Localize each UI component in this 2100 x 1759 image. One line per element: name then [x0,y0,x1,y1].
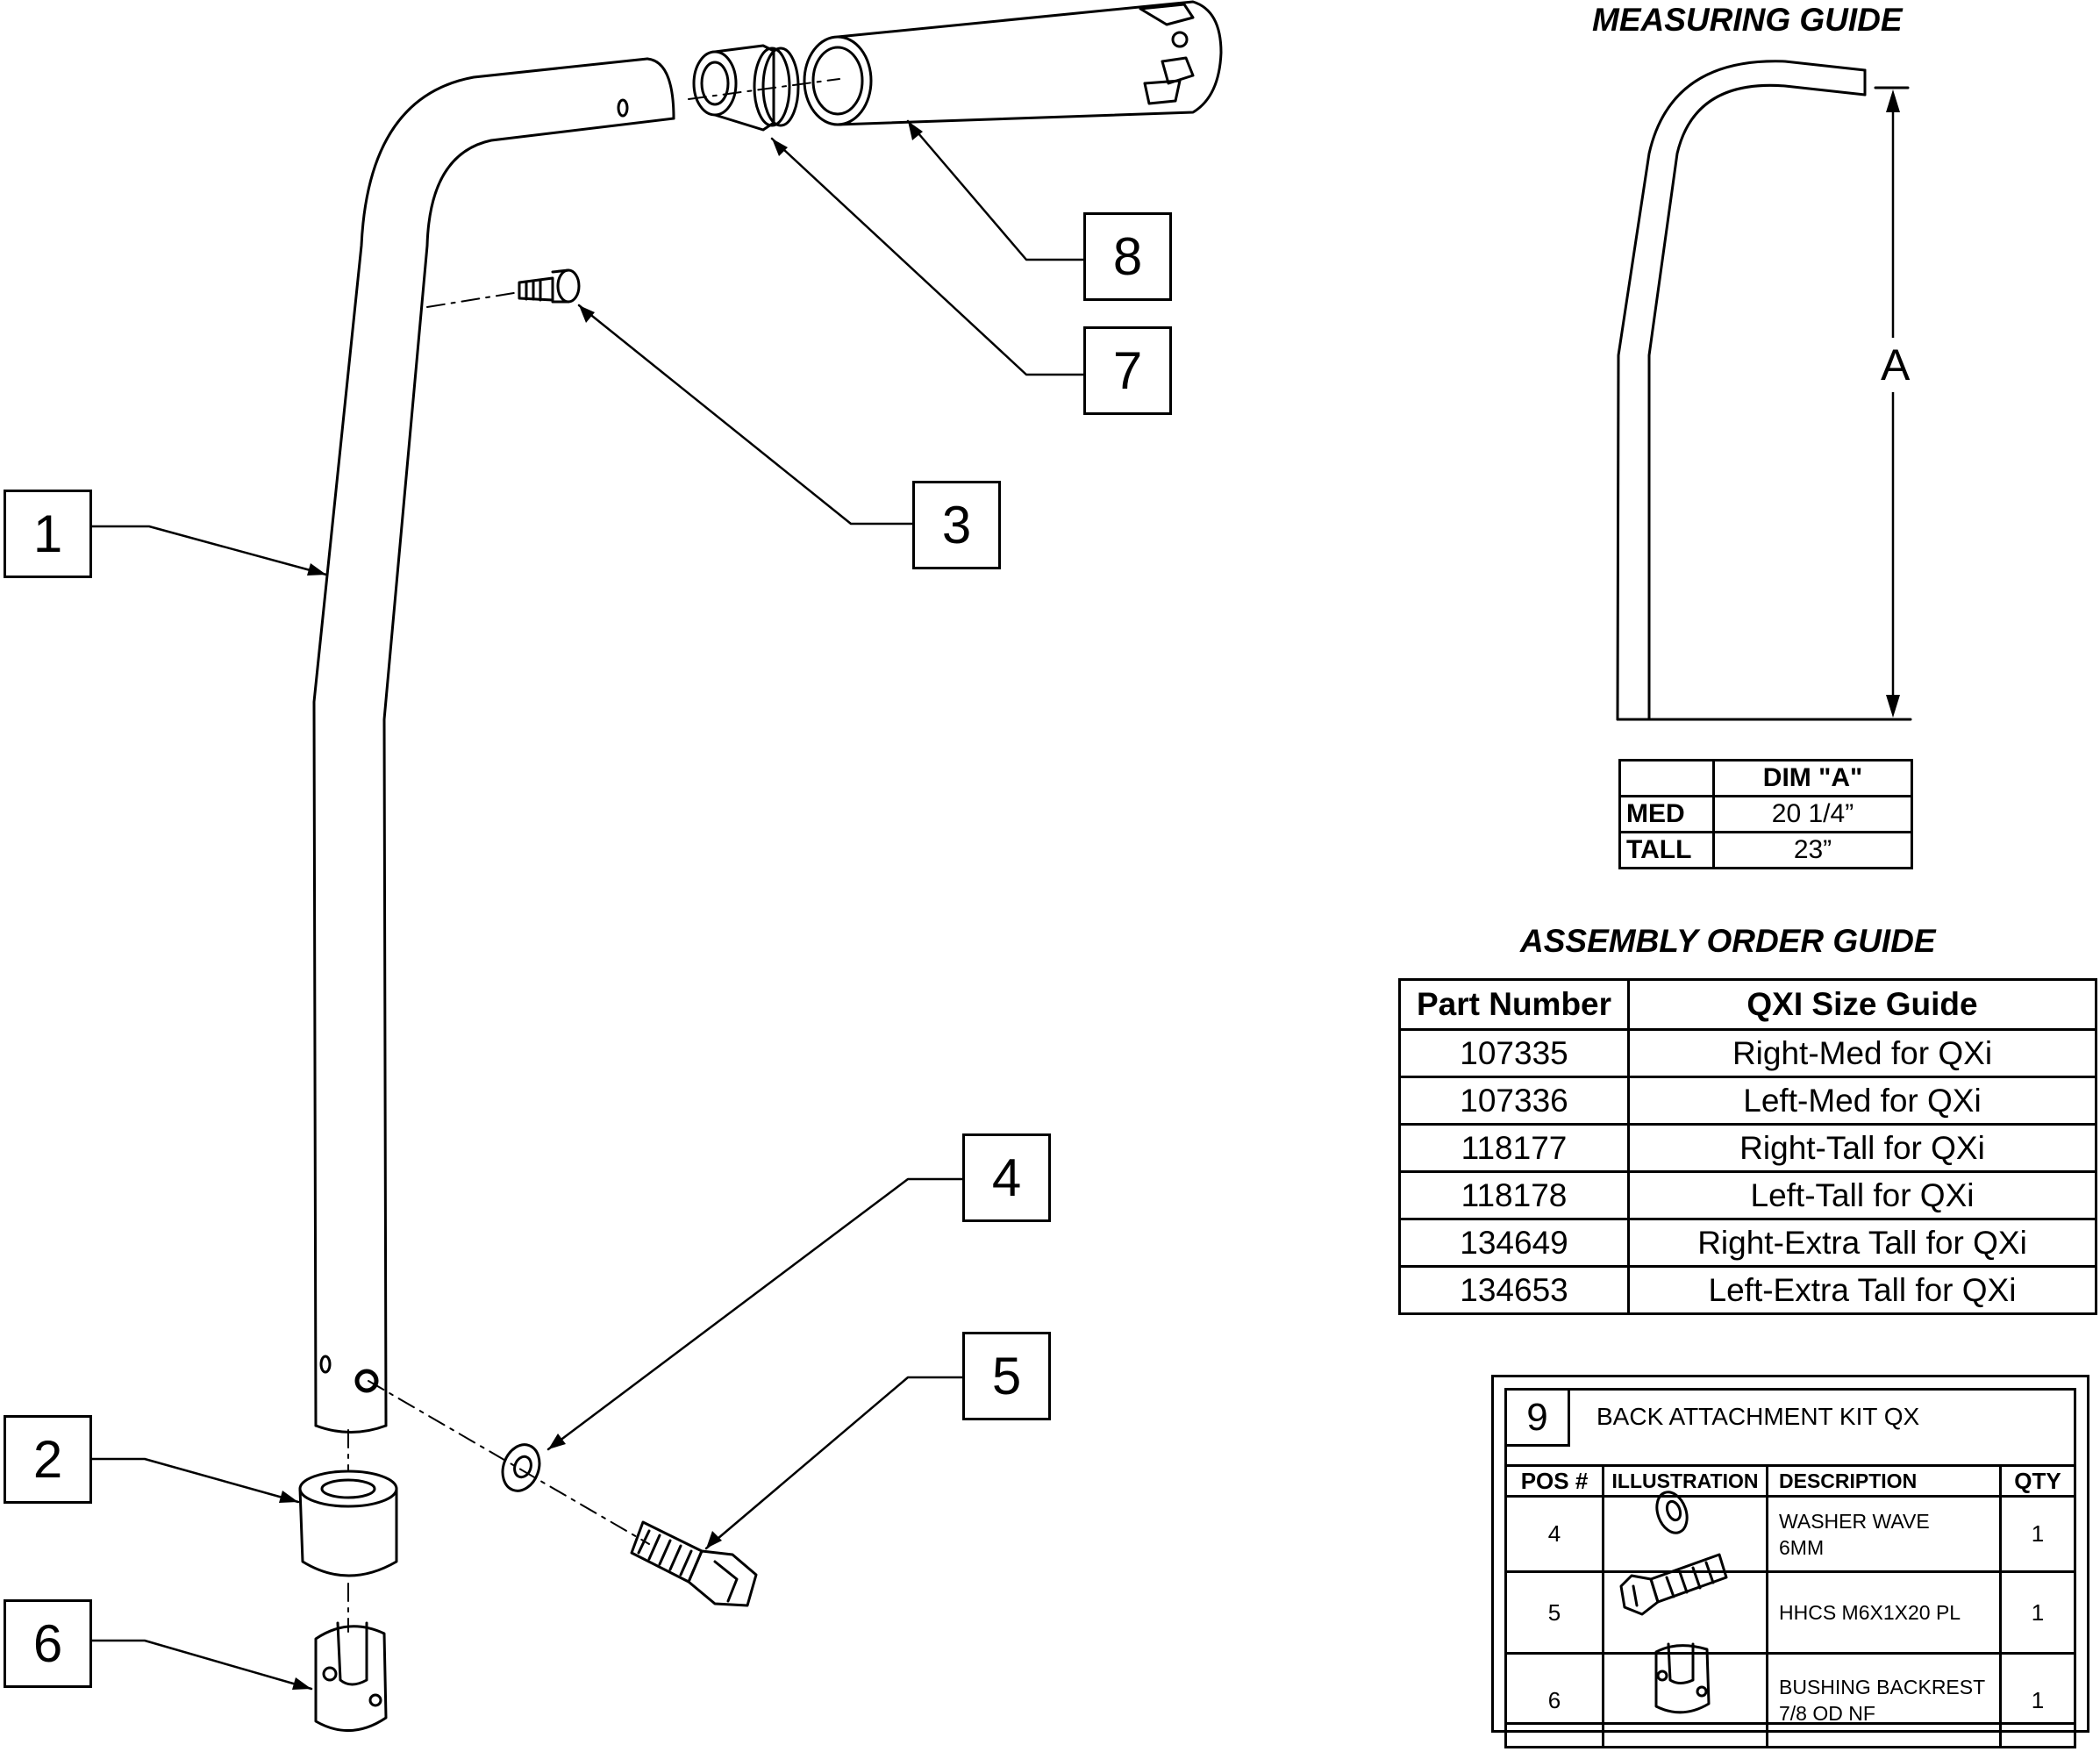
table-row: TALL 23” [1618,831,1913,869]
table-row: 6 BUSHING BACKREST 7/8 OD NF 1 [1504,1652,2076,1748]
callout-6: 6 [4,1599,92,1688]
dimension-table-header: DIM "A" [1712,759,1913,797]
table-row: 5 HHCS M6X1X20 PL 1 [1504,1570,2076,1655]
centre-lines [347,78,840,1633]
kit-parts-table: POS # ILLUSTRATION DESCRIPTION QTY 4 WAS… [1504,1464,2076,1748]
part-number-cell: 107336 [1398,1076,1630,1126]
kit-description-cell: BUSHING BACKREST 7/8 OD NF [1766,1652,2002,1748]
column-header-description: DESCRIPTION [1766,1464,2002,1498]
size-guide-cell: Right-Tall for QXi [1627,1123,2097,1173]
part-number-cell: 134649 [1398,1218,1630,1268]
callout-5: 5 [962,1332,1051,1420]
callout-8: 8 [1083,212,1172,301]
callout-1: 1 [4,490,92,578]
kit-qty-cell: 1 [1999,1652,2076,1748]
part-number-cell: 107335 [1398,1028,1630,1078]
measuring-guide-drawing [1616,60,1912,721]
description-line: 7/8 OD NF [1779,1702,1875,1725]
wave-washer [501,1443,541,1492]
kit-box: 9 BACK ATTACHMENT KIT QX POS # ILLUSTRAT… [1491,1375,2089,1748]
table-row: 134649 Right-Extra Tall for QXi [1398,1218,2097,1268]
dimension-row-label: MED [1618,795,1715,833]
handle-grip [803,0,1223,126]
kit-illustration-cell [1602,1570,1768,1655]
table-row: 107335 Right-Med for QXi [1398,1028,2097,1078]
column-header-size-guide: QXI Size Guide [1627,978,2097,1031]
bushing-backrest [314,1621,388,1732]
tube-plug [692,44,800,132]
callout-3: 3 [912,481,1001,569]
dimension-table: DIM "A" MED 20 1/4” TALL 23” [1618,759,1913,869]
description-line: 6MM [1779,1535,1825,1559]
kit-description-cell: HHCS M6X1X20 PL [1766,1570,2002,1655]
table-row: 118178 Left-Tall for QXi [1398,1170,2097,1220]
table-row: 4 WASHER WAVE 6MM 1 [1504,1495,2076,1573]
kit-pos-cell: 5 [1504,1570,1604,1655]
backrest-cane-tube [312,57,675,1434]
kit-title: BACK ATTACHMENT KIT QX [1596,1403,1920,1430]
part-number-cell: 118177 [1398,1123,1630,1173]
kit-description-cell: WASHER WAVE 6MM [1766,1495,2002,1573]
kit-inner-frame: 9 BACK ATTACHMENT KIT QX POS # ILLUSTRAT… [1504,1388,2076,1748]
size-guide-cell: Left-Tall for QXi [1627,1170,2097,1220]
dimension-row-value: 20 1/4” [1712,795,1913,833]
table-row: 107336 Left-Med for QXi [1398,1076,2097,1126]
hex-bolt [630,1520,758,1607]
size-guide-cell: Right-Extra Tall for QXi [1627,1218,2097,1268]
kit-illustration-cell [1602,1652,1768,1748]
column-header-qty: QTY [1999,1464,2076,1498]
kit-number: 9 [1507,1391,1570,1447]
kit-qty-cell: 1 [1999,1570,2076,1655]
table-row: 118177 Right-Tall for QXi [1398,1123,2097,1173]
measuring-guide-title: MEASURING GUIDE [1592,2,1903,38]
leader-lines [90,119,1085,1691]
size-guide-cell: Left-Med for QXi [1627,1076,2097,1126]
bushing-ring [298,1469,398,1577]
assembly-order-table: Part Number QXI Size Guide 107335 Right-… [1398,978,2097,1315]
description-line: BUSHING BACKREST [1779,1676,1986,1698]
part-number-cell: 118178 [1398,1170,1630,1220]
callout-4: 4 [962,1133,1051,1222]
assembly-order-guide-title: ASSEMBLY ORDER GUIDE [1520,923,1936,959]
kit-pos-cell: 6 [1504,1652,1604,1748]
dimension-label-a: A [1877,338,1914,392]
dimension-row-value: 23” [1712,831,1913,869]
column-header-part-number: Part Number [1398,978,1630,1031]
dimension-arrowheads [1886,89,1900,718]
part-number-cell: 134653 [1398,1265,1630,1315]
dimension-row-label: TALL [1618,831,1715,869]
description-line: HHCS M6X1X20 PL [1779,1601,1961,1624]
table-row: 134653 Left-Extra Tall for QXi [1398,1265,2097,1315]
column-header-illustration: ILLUSTRATION [1602,1464,1768,1498]
kit-pos-cell: 4 [1504,1495,1604,1573]
screw [518,268,581,304]
size-guide-cell: Right-Med for QXi [1627,1028,2097,1078]
table-row: MED 20 1/4” [1618,795,1913,833]
description-line: WASHER WAVE [1779,1509,1930,1533]
column-header-pos: POS # [1504,1464,1604,1498]
kit-illustration-cell [1602,1495,1768,1573]
callout-2: 2 [4,1415,92,1504]
leader-arrowheads [279,121,923,1690]
callout-7: 7 [1083,326,1172,415]
kit-qty-cell: 1 [1999,1495,2076,1573]
size-guide-cell: Left-Extra Tall for QXi [1627,1265,2097,1315]
dimension-table-corner [1618,759,1715,797]
